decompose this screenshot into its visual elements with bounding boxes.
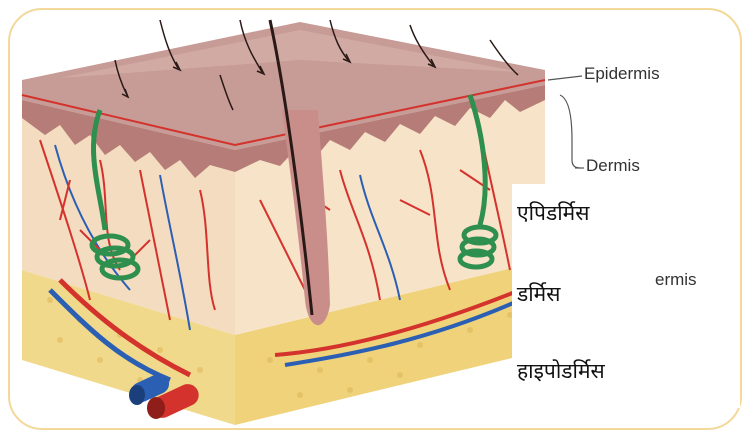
label-dermis-en: Dermis <box>586 156 640 176</box>
label-hypodermis-en-partial: ermis <box>655 270 697 290</box>
label-dermis-hi: डर्मिस <box>517 280 560 308</box>
label-epidermis-en: Epidermis <box>584 64 660 84</box>
label-epidermis-hi: एपिडर्मिस <box>517 199 589 227</box>
leader-lines <box>548 76 584 168</box>
label-hypodermis-hi: हाइपोडर्मिस <box>517 357 605 385</box>
